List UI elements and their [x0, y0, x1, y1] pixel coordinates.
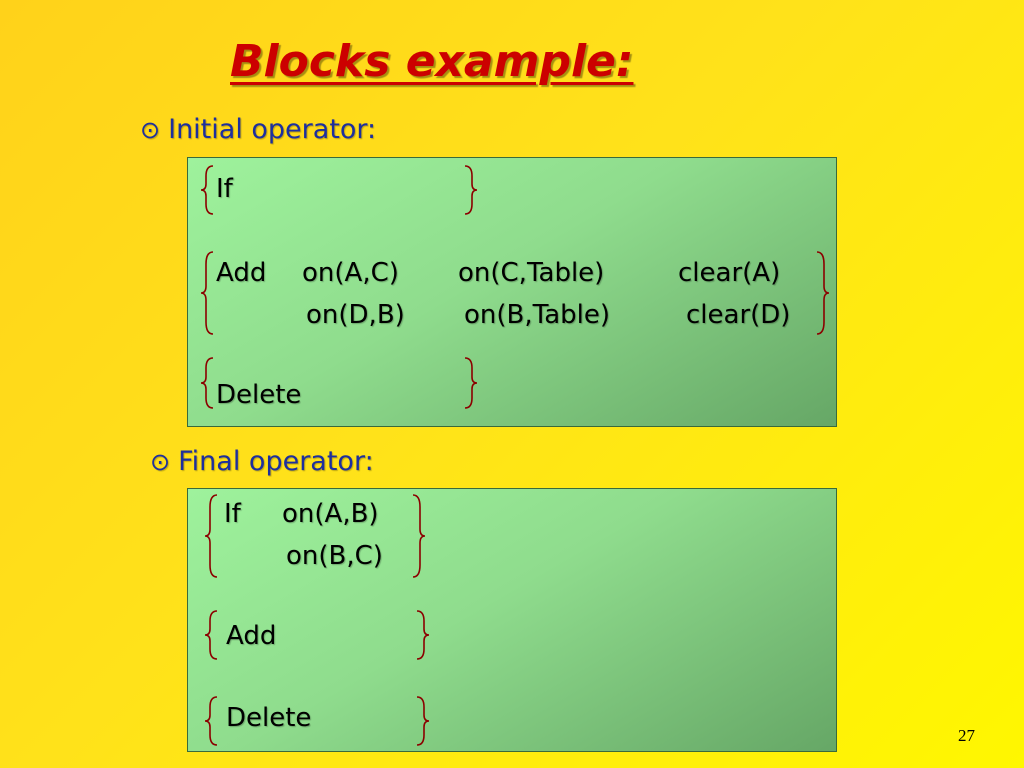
- right-brace-icon: [412, 494, 426, 578]
- left-brace-icon: [204, 610, 218, 660]
- add-literal: clear(A): [678, 258, 781, 288]
- right-brace-icon: [416, 610, 430, 660]
- bullet-circle-icon: ⊙: [140, 116, 161, 144]
- final-add-label: Add: [226, 621, 277, 651]
- initial-operator-box: If Add on(A,C) on(C,Table) clear(A) on(D…: [187, 157, 837, 427]
- initial-operator-label: Initial operator:: [168, 114, 377, 145]
- left-brace-icon: [204, 494, 218, 578]
- right-brace-icon: [816, 251, 830, 335]
- bullet-circle-icon: ⊙: [150, 448, 171, 476]
- left-brace-icon: [200, 357, 214, 409]
- right-brace-icon: [464, 357, 478, 409]
- left-brace-icon: [204, 696, 218, 746]
- left-brace-icon: [200, 165, 214, 215]
- initial-if-label: If: [216, 174, 233, 204]
- page-number: 27: [958, 726, 975, 745]
- add-literal: on(B,Table): [464, 300, 611, 330]
- add-literal: on(C,Table): [458, 258, 605, 288]
- final-if-label: If: [224, 499, 241, 529]
- right-brace-icon: [416, 696, 430, 746]
- initial-delete-label: Delete: [216, 380, 302, 410]
- final-operator-label: Final operator:: [178, 446, 374, 477]
- add-literal: clear(D): [686, 300, 791, 330]
- if-literal: on(A,B): [282, 499, 379, 529]
- final-delete-label: Delete: [226, 703, 312, 733]
- slide-title: Blocks example:: [230, 36, 634, 87]
- bullet-initial-operator: ⊙Initial operator:: [140, 114, 376, 145]
- if-literal: on(B,C): [286, 541, 383, 571]
- right-brace-icon: [464, 165, 478, 215]
- final-operator-box: If on(A,B) on(B,C) Add Delete: [187, 488, 837, 752]
- initial-add-label: Add: [216, 258, 267, 288]
- add-literal: on(D,B): [306, 300, 405, 330]
- left-brace-icon: [200, 251, 214, 335]
- bullet-final-operator: ⊙Final operator:: [150, 446, 374, 477]
- add-literal: on(A,C): [302, 258, 399, 288]
